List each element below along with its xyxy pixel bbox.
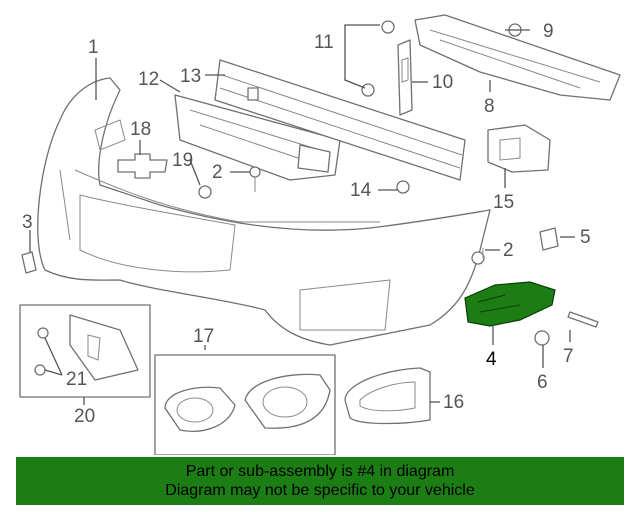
callout-14: 14 bbox=[350, 180, 372, 201]
callout-15: 15 bbox=[493, 192, 514, 213]
callout-19: 19 bbox=[172, 150, 193, 171]
leader-lines bbox=[29, 24, 575, 405]
bolt-part-14 bbox=[396, 180, 410, 194]
callout-12: 12 bbox=[138, 69, 159, 90]
fog-lamp-bezel-part bbox=[164, 373, 331, 432]
callout-9: 9 bbox=[543, 21, 554, 42]
center-bracket-part bbox=[397, 39, 413, 116]
callout-7: 7 bbox=[563, 346, 574, 367]
callout-2-upper: 2 bbox=[212, 162, 223, 183]
side-bracket-part-highlighted bbox=[464, 281, 556, 327]
callout-4: 4 bbox=[486, 349, 497, 370]
callout-1: 1 bbox=[88, 37, 99, 58]
callout-10: 10 bbox=[432, 72, 453, 93]
notice-banner: Part or sub-assembly is #4 in diagram Di… bbox=[16, 457, 624, 505]
callout-5: 5 bbox=[580, 227, 591, 248]
callout-8: 8 bbox=[484, 96, 495, 117]
nut-part-11 bbox=[381, 20, 395, 34]
callout-16: 16 bbox=[443, 392, 464, 413]
bumper-cover-part bbox=[37, 77, 491, 346]
bolt-part-21 bbox=[34, 327, 49, 376]
push-pin-part-19 bbox=[198, 185, 212, 199]
callout-13: 13 bbox=[180, 66, 201, 87]
impact-bar-part bbox=[214, 59, 466, 181]
callout-6: 6 bbox=[537, 372, 548, 393]
parts-diagram: 1 12 13 18 19 2 3 11 10 9 8 14 15 2 5 4 … bbox=[19, 14, 621, 455]
callout-20: 20 bbox=[74, 406, 95, 427]
clip-part-3 bbox=[21, 251, 37, 274]
clip-part bbox=[539, 227, 559, 251]
callout-11: 11 bbox=[314, 32, 334, 53]
emblem-part bbox=[117, 153, 168, 179]
callout-17: 17 bbox=[193, 326, 214, 347]
notice-line-2: Diagram may not be specific to your vehi… bbox=[165, 482, 475, 499]
callout-2-lower: 2 bbox=[503, 240, 514, 261]
energy-absorber-part bbox=[174, 94, 341, 181]
upper-tie-bar-part bbox=[414, 14, 621, 101]
mount-bracket-part bbox=[487, 124, 551, 173]
lamp-bezel-part bbox=[344, 367, 431, 425]
nut-part-6 bbox=[534, 330, 550, 346]
callout-3: 3 bbox=[22, 212, 33, 233]
callout-18: 18 bbox=[130, 119, 151, 140]
callout-21: 21 bbox=[66, 369, 87, 390]
notice-line-1: Part or sub-assembly is #4 in diagram bbox=[185, 463, 455, 480]
bolt-part-7 bbox=[567, 311, 599, 328]
license-plate-bracket-part bbox=[69, 314, 139, 381]
nut-part-11b bbox=[361, 83, 375, 97]
